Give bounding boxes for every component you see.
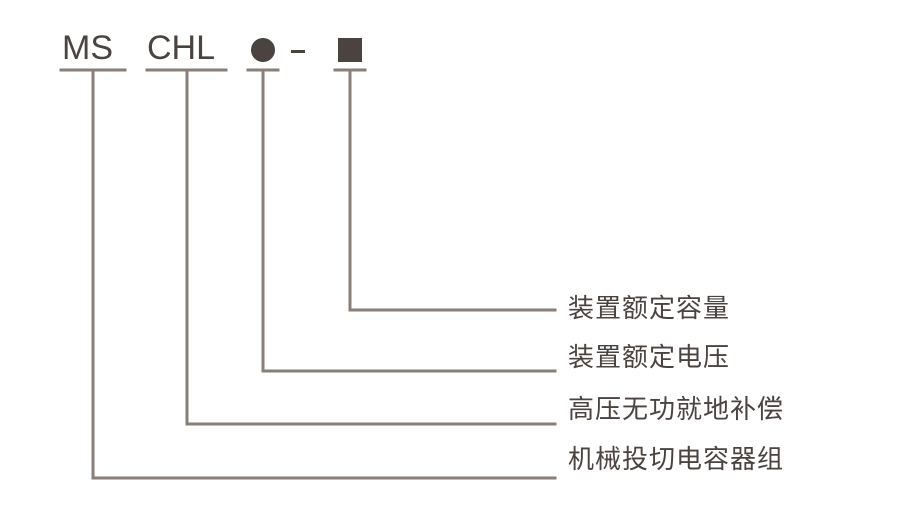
leader-ms — [91, 68, 557, 480]
leader-capacity — [348, 68, 557, 312]
capacity-placeholder-square-icon — [338, 38, 362, 62]
code-chl: CHL — [147, 29, 216, 67]
label-ms: 机械投切电容器组 — [568, 445, 785, 475]
label-capacity: 装置额定容量 — [568, 294, 731, 324]
leader-voltage — [261, 68, 557, 373]
leader-chl — [185, 68, 557, 426]
code-ms: MS — [62, 29, 113, 67]
voltage-placeholder-circle-icon — [251, 38, 275, 62]
label-voltage: 装置额定电压 — [568, 343, 731, 373]
separator-dash — [291, 50, 305, 53]
label-chl: 高压无功就地补偿 — [568, 395, 785, 425]
